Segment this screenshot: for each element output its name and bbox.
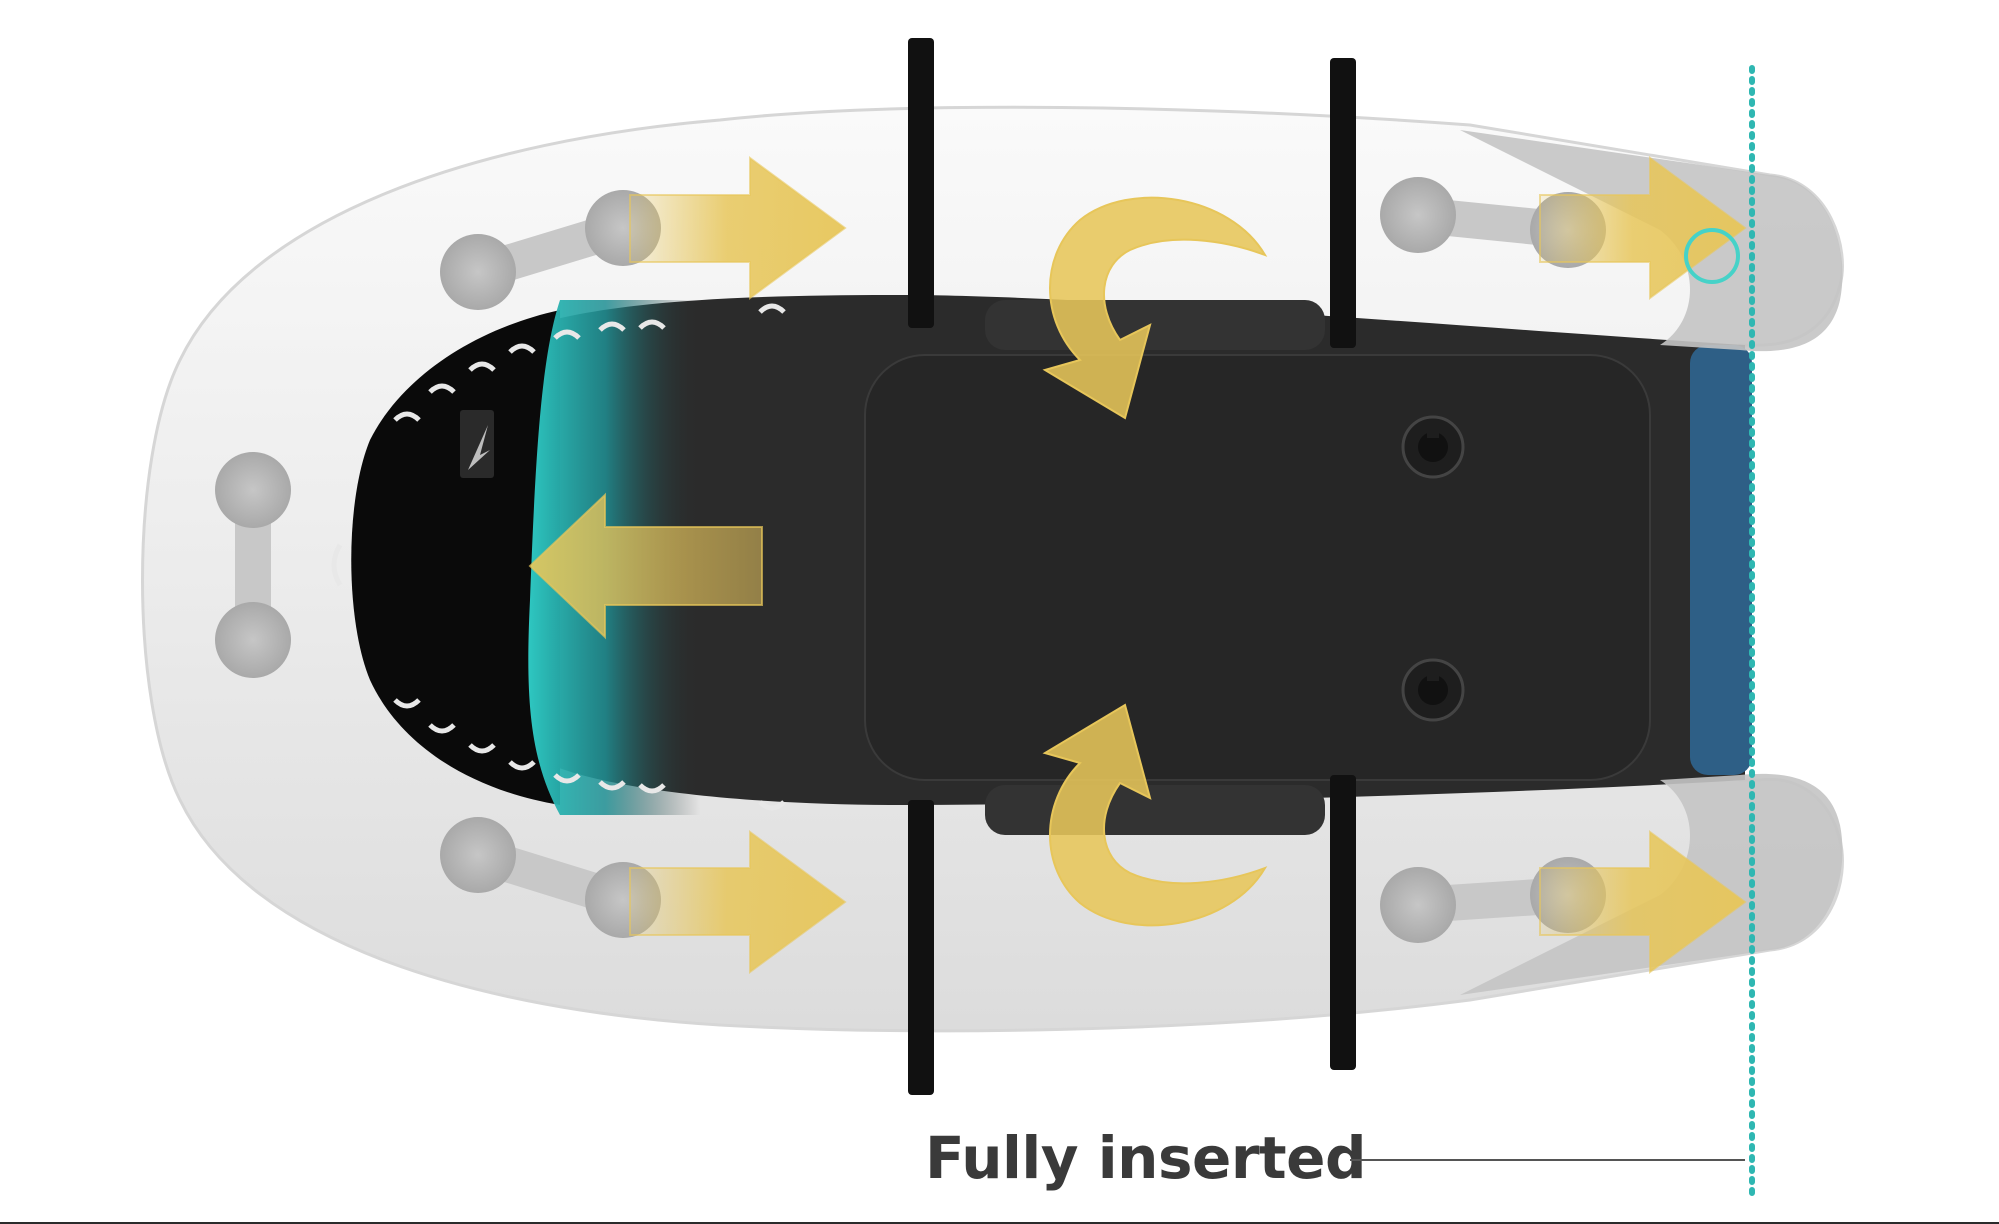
strap-front-bottom [908,800,934,1095]
alignment-marker [1684,228,1740,284]
curved-arrow-icon [1042,703,1268,927]
strap-front-top [908,38,934,328]
bow-opening [351,310,560,805]
tube-tip-top [1460,130,1843,352]
curved-arrow-icon [1042,196,1268,420]
brand-logo [460,410,494,478]
fully-inserted-label: Fully inserted [925,1124,1366,1192]
tube-tip-bottom [1460,773,1843,995]
strap-rear-bottom [1330,775,1356,1070]
lacing-loops-bottom [393,698,786,811]
stern-panel [1690,345,1752,775]
straight-arrow-icon [1539,830,1747,974]
seat-shadow-top [985,300,1325,350]
straight-arrow-icon [629,830,847,974]
valve-icon [1401,658,1465,722]
straight-arrow-icon [528,492,763,640]
lacing-loops-top [393,303,786,422]
straight-arrow-icon [1539,156,1747,300]
seat-shadow-bottom [985,785,1325,835]
strap-rear-top [1330,58,1356,348]
bottom-divider [0,1222,1999,1224]
floor-panel [864,354,1651,781]
straight-arrow-icon [629,156,847,300]
valve-icon [1401,415,1465,479]
lacing-loop-bow [331,543,343,587]
carry-handle-icon [215,452,291,678]
